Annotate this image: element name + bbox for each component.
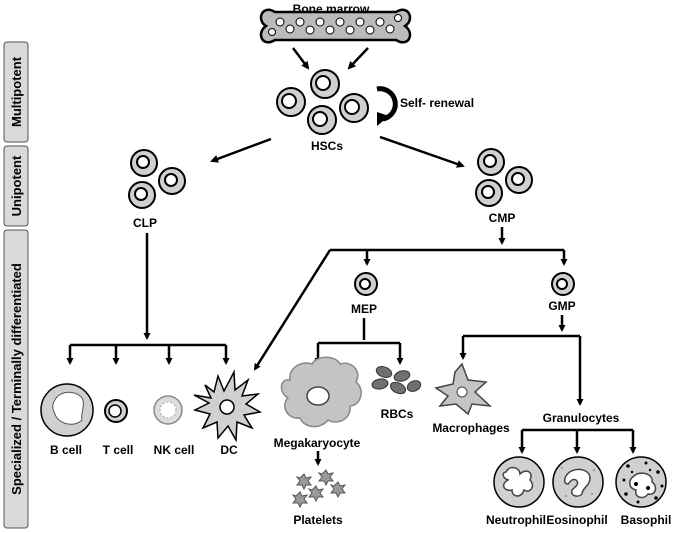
bone-marrow-icon: [259, 8, 412, 44]
hscs-label: HSCs: [311, 139, 343, 153]
rbcs-label: RBCs: [381, 407, 414, 421]
macrophages-label: Macrophages: [432, 421, 510, 435]
arrow-hsc-to-clp: [210, 137, 272, 163]
self-renewal-label: Self- renewal: [400, 96, 474, 110]
stage-bar-specialized: Specialized / Terminally differentiated: [3, 229, 29, 529]
arrow-hsc-to-cmp: [379, 135, 465, 168]
clp-branch-lines: [66, 233, 230, 365]
t-cell-icon: [104, 399, 128, 423]
clp-label: CLP: [133, 216, 157, 230]
arrow-bone-to-hsc-left: [292, 47, 310, 70]
platelets-label: Platelets: [293, 513, 343, 527]
clp-cells: [128, 149, 186, 209]
neutrophil-icon: [493, 456, 545, 508]
bone-marrow-label: Bone marrow: [293, 2, 370, 16]
cmp-branch-lines: [253, 227, 568, 371]
basophil-label: Basophil: [621, 513, 672, 527]
nk-cell-label: NK cell: [154, 443, 195, 457]
basophil-icon: [615, 456, 667, 508]
gmp-label: GMP: [548, 299, 575, 313]
hsc-cells: [276, 69, 369, 135]
self-renewal-arrow-icon: [376, 86, 398, 126]
nk-cell-icon: [153, 395, 183, 425]
stage-bar-unipotent: Unipotent: [3, 145, 29, 227]
megakaryocyte-icon: [280, 356, 362, 428]
rbcs-icon: [371, 366, 422, 395]
platelets-icon: [291, 469, 347, 509]
granulocytes-label: Granulocytes: [543, 411, 620, 425]
mep-cell: [354, 272, 378, 296]
mep-branch-lines: [314, 318, 404, 365]
neutrophil-label: Neutrophil: [486, 513, 546, 527]
stage-label-unipotent: Unipotent: [9, 155, 24, 216]
cmp-cells: [475, 148, 533, 207]
arrow-bone-to-hsc-right: [347, 47, 369, 70]
dc-label: DC: [220, 443, 238, 457]
macrophage-icon: [434, 362, 493, 416]
b-cell-icon: [40, 383, 94, 437]
mep-label: MEP: [351, 302, 377, 316]
stage-label-specialized: Specialized / Terminally differentiated: [9, 263, 24, 495]
gmp-branch-lines: [459, 315, 584, 406]
stage-bar-multipotent: Multipotent: [3, 41, 29, 143]
dc-icon: [192, 369, 263, 443]
eosinophil-icon: [552, 456, 604, 508]
stage-label-multipotent: Multipotent: [9, 56, 24, 127]
cmp-label: CMP: [489, 211, 516, 225]
granulocyte-branch-lines: [518, 428, 637, 454]
gmp-cell: [551, 272, 575, 296]
b-cell-label: B cell: [50, 443, 82, 457]
t-cell-label: T cell: [103, 443, 134, 457]
eosinophil-label: Eosinophil: [546, 513, 607, 527]
megakaryocyte-label: Megakaryocyte: [274, 436, 361, 450]
